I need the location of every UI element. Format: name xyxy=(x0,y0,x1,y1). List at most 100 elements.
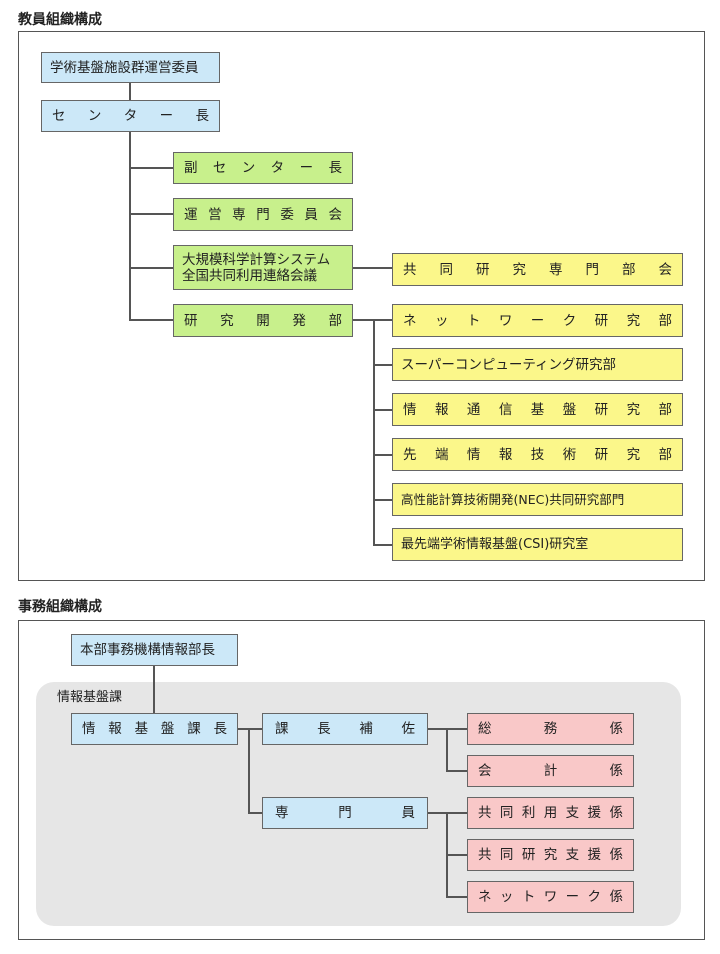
infocomm-division-box: 情 報 通 信 基 盤 研 究 部 xyxy=(392,393,683,426)
supercomputing-division-label: スーパーコンピューティング研究部 xyxy=(401,356,617,373)
deputy-char: セ xyxy=(212,160,227,176)
joint-use-support-box: 共 同 利 用 支 援 係 xyxy=(467,797,634,829)
advanced-division-char: 研 xyxy=(594,446,609,463)
infocomm-division-char: 究 xyxy=(626,401,641,418)
joint-use-char: 同 xyxy=(499,805,514,821)
connector-specialist-network xyxy=(446,896,467,898)
advanced-division-char: 究 xyxy=(626,446,641,463)
connector-director-head xyxy=(153,666,155,713)
connector-steering xyxy=(129,213,173,215)
supercomputing-division-box: スーパーコンピューティング研究部 xyxy=(392,348,683,381)
joint-research-committee-box: 共 同 研 究 専 門 部 会 xyxy=(392,253,683,286)
deputy-char: 長 xyxy=(328,160,342,176)
infocomm-division-char: 部 xyxy=(658,401,673,418)
infocomm-division-char: 研 xyxy=(594,401,609,418)
joint-research-char: 究 xyxy=(543,847,558,863)
specialist-char: 専 xyxy=(275,805,289,821)
accounting-char: 係 xyxy=(609,763,624,779)
committee-label: 学術基盤施設群運営委員 xyxy=(50,59,199,76)
steering-char: 員 xyxy=(304,206,318,223)
connector-assistant-trunk xyxy=(446,728,448,772)
infocomm-division-char: 信 xyxy=(498,401,513,418)
faculty-heading: 教員組織構成 xyxy=(18,12,102,28)
connector-council-joint xyxy=(353,267,392,269)
director-box: セ ン タ ー 長 xyxy=(41,100,220,132)
connector-div-infocomm xyxy=(373,409,392,411)
connector-head-specialist xyxy=(248,812,262,814)
specialist-box: 専 門 員 xyxy=(262,797,428,829)
rnd-char: 研 xyxy=(184,312,198,329)
division-head-box: 情 報 基 盤 課 長 xyxy=(71,713,238,745)
joint-committee-char: 共 xyxy=(403,261,417,278)
general-char: 総 xyxy=(478,721,492,737)
joint-committee-char: 専 xyxy=(549,261,563,278)
committee-box: 学術基盤施設群運営委員 xyxy=(41,52,220,83)
joint-use-char: 用 xyxy=(543,805,558,821)
network-section-char: ク xyxy=(587,889,602,905)
joint-research-char: 同 xyxy=(499,847,514,863)
advanced-division-char: 部 xyxy=(658,446,673,463)
connector-rnd xyxy=(129,319,173,321)
steering-char: 運 xyxy=(184,206,198,223)
network-section-char: ワ xyxy=(543,889,558,905)
assistant-char: 長 xyxy=(317,721,331,737)
joint-research-char: 共 xyxy=(478,847,492,863)
director-char: セ xyxy=(52,108,66,124)
network-section-char: ト xyxy=(521,889,536,905)
accounting-char: 計 xyxy=(543,763,558,779)
joint-committee-char: 門 xyxy=(585,261,600,278)
rnd-department-box: 研 究 開 発 部 xyxy=(173,304,353,337)
connector-specialist-jointresearch xyxy=(446,854,467,856)
joint-committee-char: 研 xyxy=(476,261,490,278)
admin-heading: 事務組織構成 xyxy=(18,599,102,615)
rnd-char: 発 xyxy=(292,312,306,329)
steering-char: 委 xyxy=(280,206,294,223)
deputy-char: ー xyxy=(299,160,314,176)
csi-lab-label: 最先端学術情報基盤(CSI)研究室 xyxy=(401,536,589,552)
network-division-char: ネ xyxy=(403,312,417,329)
rnd-char: 部 xyxy=(328,312,343,329)
advanced-division-char: 先 xyxy=(403,446,417,463)
deputy-char: 副 xyxy=(184,160,198,176)
specialist-char: 門 xyxy=(338,805,352,821)
joint-committee-char: 究 xyxy=(512,261,527,278)
connector-head-trunk xyxy=(248,728,250,814)
steering-char: 営 xyxy=(208,206,222,223)
rnd-char: 究 xyxy=(220,312,234,329)
director-char: ン xyxy=(87,108,102,124)
deputy-char: ン xyxy=(241,160,256,176)
division-head-char: 報 xyxy=(108,721,122,737)
joint-committee-char: 部 xyxy=(622,261,636,278)
assistant-char: 補 xyxy=(359,721,373,737)
info-director-label: 本部事務機構情報部長 xyxy=(80,642,215,658)
connector-committee-director xyxy=(129,83,131,100)
infocomm-division-char: 通 xyxy=(466,401,481,418)
director-char: 長 xyxy=(195,108,210,124)
network-section-char: 係 xyxy=(609,889,623,905)
network-research-division-box: ネ ッ ト ワ ー ク 研 究 部 xyxy=(392,304,683,337)
network-division-char: ッ xyxy=(434,312,449,329)
joint-use-char: 支 xyxy=(565,805,580,821)
division-head-char: 盤 xyxy=(160,721,175,737)
advanced-tech-division-box: 先 端 情 報 技 術 研 究 部 xyxy=(392,438,683,471)
infocomm-division-char: 基 xyxy=(530,401,545,418)
connector-divisions-trunk xyxy=(373,319,375,546)
joint-committee-char: 会 xyxy=(658,261,673,278)
joint-research-char: 支 xyxy=(565,847,580,863)
joint-use-char: 援 xyxy=(587,805,602,821)
joint-use-char: 共 xyxy=(478,805,492,821)
connector-div-nec xyxy=(373,499,392,501)
advanced-division-char: 技 xyxy=(530,446,545,463)
assistant-char: 佐 xyxy=(401,721,415,737)
accounting-char: 会 xyxy=(478,763,492,779)
joint-research-char: 研 xyxy=(521,847,536,863)
network-division-char: 部 xyxy=(658,312,673,329)
network-division-char: 究 xyxy=(626,312,641,329)
joint-committee-char: 同 xyxy=(439,261,454,278)
deputy-director-box: 副 セ ン タ ー 長 xyxy=(173,152,353,184)
accounting-box: 会 計 係 xyxy=(467,755,634,787)
csi-lab-box: 最先端学術情報基盤(CSI)研究室 xyxy=(392,528,683,561)
steering-char: 専 xyxy=(232,206,246,223)
infocomm-division-char: 情 xyxy=(403,401,417,418)
joint-use-char: 利 xyxy=(521,805,536,821)
